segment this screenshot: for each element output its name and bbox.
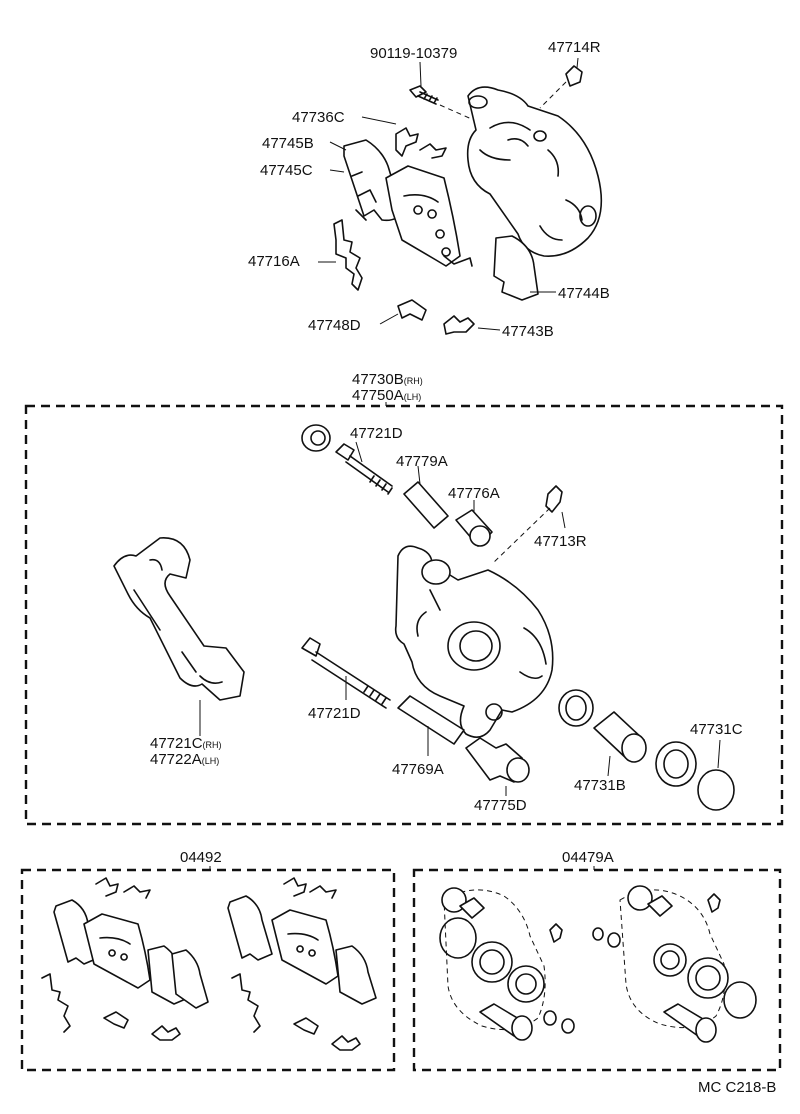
label-boot-47776a: 47776A xyxy=(448,485,500,502)
label-kit-04479a: 04479A xyxy=(562,849,614,866)
bleeder-cap-drawing xyxy=(565,65,583,87)
guide-pin-top-drawing xyxy=(335,443,393,495)
kit-frame-04492 xyxy=(20,868,396,1072)
bolt-90119-drawing xyxy=(409,85,439,105)
label-clip-47748d: 47748D xyxy=(308,317,361,334)
piston-seal-ring-drawing xyxy=(558,689,594,727)
caliper-body-main-drawing xyxy=(394,545,554,738)
kit-04492-right-set-drawing xyxy=(227,877,377,1051)
assy-rh-suffix: (RH) xyxy=(404,376,423,386)
boot-47775d-drawing xyxy=(465,737,530,783)
label-pin-top-47721d: 47721D xyxy=(350,425,403,442)
label-bracket-rh: 47721C(RH) xyxy=(150,735,222,752)
assy-lh-suffix: (LH) xyxy=(404,392,422,402)
label-indicator-47744b: 47744B xyxy=(558,285,610,302)
label-ref-code: MC C218-B xyxy=(698,1079,776,1096)
label-pin-bottom-47721d: 47721D xyxy=(308,705,361,722)
label-assy-rh: 47730B(RH) xyxy=(352,371,423,388)
spring-47716a-drawing xyxy=(333,219,363,291)
bushing-47779a-drawing xyxy=(403,481,449,529)
assembly-frame-47730b xyxy=(24,404,784,826)
piston-47731b-drawing xyxy=(593,711,647,763)
label-kit-04492: 04492 xyxy=(180,849,222,866)
caliper-body-top-drawing xyxy=(466,86,603,257)
bracket-lh-suffix: (LH) xyxy=(202,756,220,766)
label-assy-lh: 47750A(LH) xyxy=(352,387,421,404)
label-boot-47775d: 47775D xyxy=(474,797,527,814)
label-seal-47731c: 47731C xyxy=(690,721,743,738)
dust-boot-drawing xyxy=(301,424,331,452)
label-bracket-lh: 47722A(LH) xyxy=(150,751,219,768)
label-piston-47731b: 47731B xyxy=(574,777,626,794)
shim-pair-drawing xyxy=(343,139,403,222)
assy-rh-number: 47730B xyxy=(352,371,404,388)
boot-47776a-drawing xyxy=(455,509,493,547)
clip-47743b-drawing xyxy=(443,315,475,335)
bracket-lh-number: 47722A xyxy=(150,751,202,768)
assy-lh-number: 47750A xyxy=(352,387,404,404)
label-clip-47743b: 47743B xyxy=(502,323,554,340)
label-spring-47716a: 47716A xyxy=(248,253,300,270)
label-bleeder-47713r: 47713R xyxy=(534,533,587,550)
bushing-47769a-drawing xyxy=(397,695,465,745)
bracket-drawing xyxy=(113,537,245,701)
label-clip-47736c: 47736C xyxy=(292,109,345,126)
seal-47731c-drawing xyxy=(655,741,697,787)
indicator-47744b-drawing xyxy=(493,235,539,301)
bracket-rh-number: 47721C xyxy=(150,735,203,752)
seal-ring-47731c-drawing xyxy=(697,769,735,811)
label-bolt-90119: 90119-10379 xyxy=(370,45,457,62)
brake-pad-top-drawing xyxy=(385,165,473,267)
label-shim-47745b: 47745B xyxy=(262,135,314,152)
label-shim-47745c: 47745C xyxy=(260,162,313,179)
clip-47748d-drawing xyxy=(397,299,427,321)
kit-04479a-right-caliper-drawing xyxy=(592,885,757,1043)
top-exploded-view xyxy=(318,57,603,335)
bracket-rh-suffix: (RH) xyxy=(203,740,222,750)
guide-pin-bottom-drawing xyxy=(301,637,391,709)
kit-04492-left-set-drawing xyxy=(41,877,209,1041)
kit-04479a-left-caliper-drawing xyxy=(439,887,575,1041)
label-bushing-47779a: 47779A xyxy=(396,453,448,470)
clip-47736c-drawing xyxy=(395,127,447,159)
bleeder-47713r-drawing xyxy=(545,485,563,513)
label-bleeder-cap-top: 47714R xyxy=(548,39,601,56)
label-bushing-47769a: 47769A xyxy=(392,761,444,778)
kit-frame-04479a xyxy=(412,868,782,1072)
